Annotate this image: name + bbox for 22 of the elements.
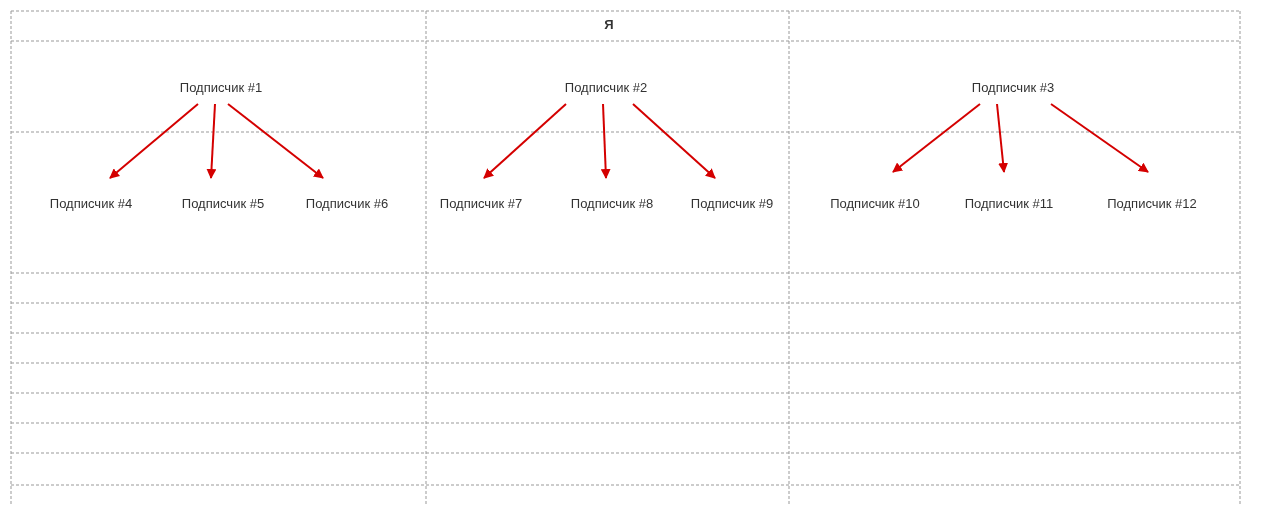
arrow	[206, 103, 217, 179]
subscriber-label: Подписчик #12	[1092, 172, 1212, 234]
arrow	[892, 103, 981, 173]
arrow	[109, 103, 199, 179]
arrow	[632, 103, 716, 179]
subscriber-label: Подписчик #6	[287, 178, 407, 228]
arrow	[1050, 103, 1149, 173]
subscriber-label: Подписчик #8	[552, 178, 672, 228]
arrow	[996, 103, 1009, 173]
column-heading: Я	[603, 17, 615, 32]
subscriber-label: Подписчик #7	[421, 178, 541, 228]
subscriber-label: Подписчик #1	[161, 70, 281, 104]
arrow	[227, 103, 324, 179]
arrow	[600, 103, 611, 179]
subscriber-label: Подписчик #11	[949, 172, 1069, 234]
subscriber-label: Подписчик #3	[953, 70, 1073, 104]
subscriber-label: Подписчик #9	[672, 178, 792, 228]
subscriber-label: Подписчик #5	[163, 178, 283, 228]
arrow	[483, 103, 567, 179]
subscriber-label: Подписчик #10	[815, 172, 935, 234]
subscriber-label: Подписчик #4	[31, 178, 151, 228]
subscriber-label: Подписчик #2	[546, 70, 666, 104]
